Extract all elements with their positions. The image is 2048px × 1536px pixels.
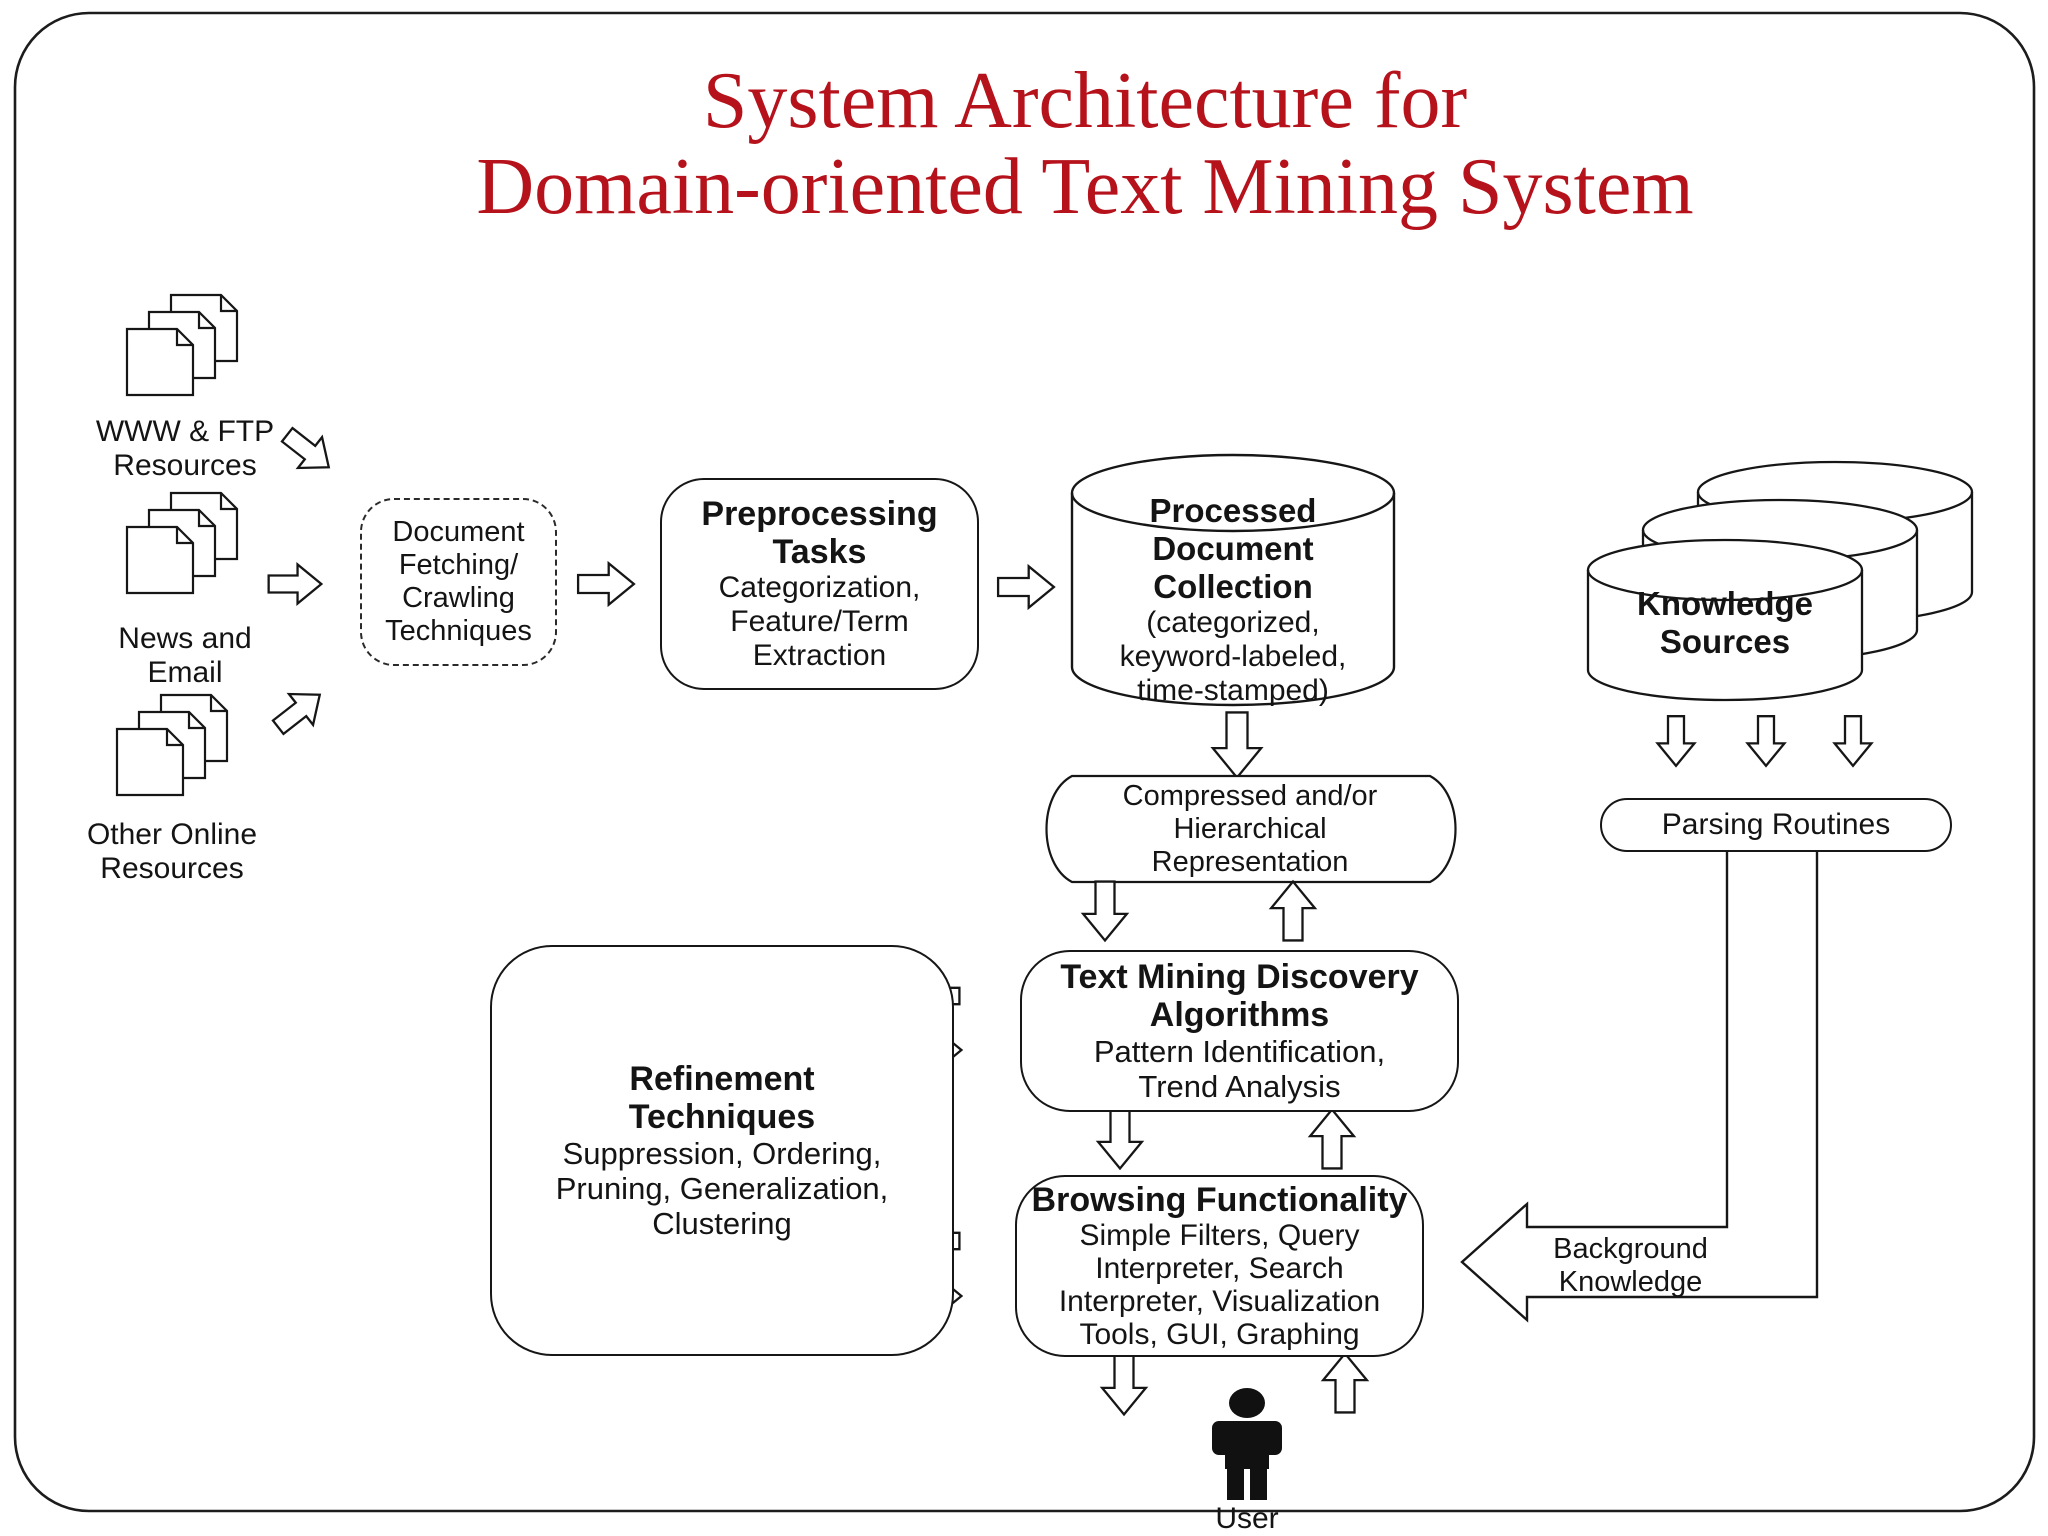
knowledge-sources-cylinders (1586, 460, 1974, 702)
label-user: User (1215, 1502, 1279, 1535)
processed-collection-cylinder (1070, 453, 1396, 707)
arrow-collection-to-compressed (1211, 711, 1263, 779)
node-parsing-routines: Parsing Routines (1600, 798, 1952, 852)
node-document-fetching: Document Fetching/ Crawling Techniques (360, 498, 557, 666)
node-refinement-techniques: Refinement Techniques Suppression, Order… (490, 945, 954, 1356)
slide-title-line2: Domain-oriented Text Mining System (476, 143, 1694, 231)
arrow-browsing-to-user (1101, 1354, 1147, 1416)
node-browsing-functionality: Browsing Functionality Simple Filters, Q… (1015, 1175, 1424, 1357)
arrow-preprocessing-to-collection (997, 565, 1055, 609)
node-preprocessing-tasks: Preprocessing Tasks Categorization, Feat… (660, 478, 979, 690)
arrow-textmining-to-compressed (1270, 880, 1316, 942)
label-www-ftp-resources: WWW & FTP Resources (95, 415, 275, 482)
www-ftp-documents-icon (125, 293, 239, 397)
arrow-compressed-to-textmining (1082, 880, 1128, 942)
slide-border (13, 11, 2036, 1513)
node-compressed-representation-label: Compressed and/or Hierarchical Represent… (1122, 779, 1378, 878)
label-news-and-email: News and Email (118, 622, 252, 689)
news-email-documents-icon (125, 491, 239, 595)
node-processed-collection-label: Processed Document Collection (categoriz… (1119, 492, 1347, 707)
arrow-textmining-to-browsing (1097, 1108, 1143, 1170)
arrow-browsing-to-textmining (1309, 1108, 1355, 1170)
slide-title-line1: System Architecture for (702, 57, 1468, 145)
slide-title: System Architecture for Domain-oriented … (120, 58, 2048, 230)
arrow-news-to-fetching (267, 563, 323, 605)
node-text-mining: Text Mining Discovery Algorithms Pattern… (1020, 950, 1459, 1112)
arrow-user-to-browsing (1322, 1352, 1368, 1414)
compressed-representation-shape (1045, 774, 1457, 884)
user-icon (1212, 1388, 1282, 1500)
background-knowledge-arrow (1460, 848, 1819, 1323)
arrow-fetching-to-preprocessing (577, 562, 635, 606)
node-knowledge-sources-label: Knowledge Sources (1636, 585, 1813, 660)
label-other-online-resources: Other Online Resources (86, 818, 258, 885)
other-online-documents-icon (115, 693, 229, 797)
arrows-knowledge-to-parsing (1656, 715, 1873, 767)
label-background-knowledge: Background Knowledge (1553, 1233, 1708, 1298)
